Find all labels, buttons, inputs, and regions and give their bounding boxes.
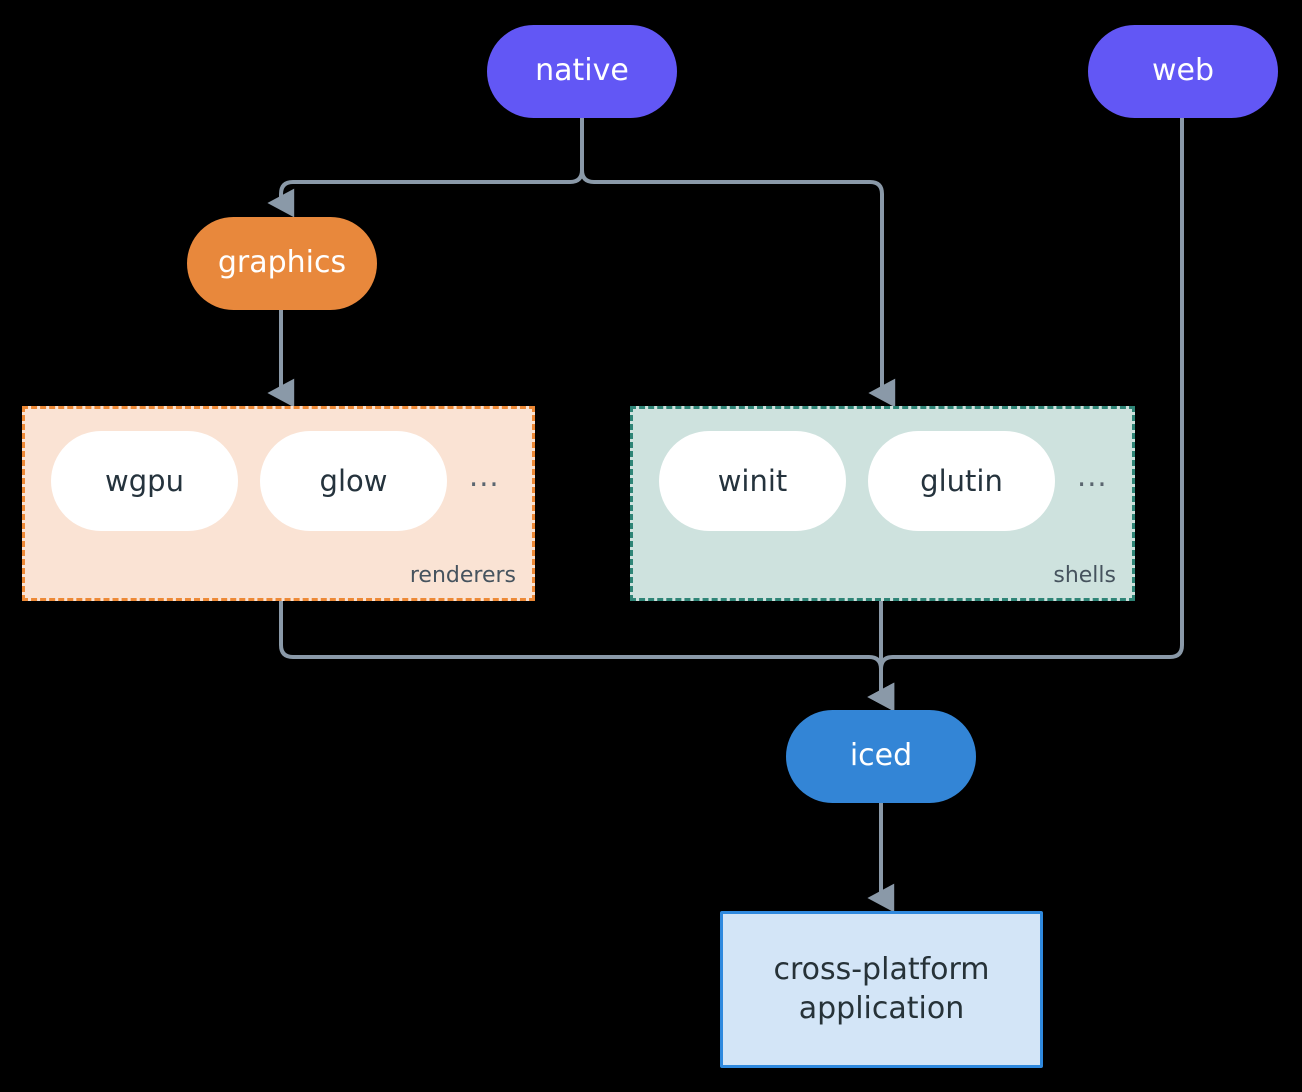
renderers-more-ellipsis: ... <box>469 459 500 493</box>
node-glutin[interactable]: glutin <box>868 431 1055 531</box>
node-winit-label: winit <box>717 464 788 498</box>
edge-native-shells <box>580 116 896 408</box>
edge-renderers-iced <box>279 599 895 712</box>
node-iced-label: iced <box>849 738 913 774</box>
shells-more-ellipsis: ... <box>1077 459 1108 493</box>
node-web-label: web <box>1151 53 1215 89</box>
node-iced[interactable]: iced <box>786 710 976 803</box>
node-glow-label: glow <box>319 464 388 498</box>
node-wgpu[interactable]: wgpu <box>51 431 238 531</box>
node-graphics-label: graphics <box>217 245 347 281</box>
group-shells-items: winit glutin ... <box>633 431 1108 531</box>
node-native-label: native <box>535 53 629 89</box>
group-shells-caption: shells <box>1053 563 1116 588</box>
node-web[interactable]: web <box>1088 25 1278 118</box>
node-native[interactable]: native <box>487 25 677 118</box>
node-winit[interactable]: winit <box>659 431 846 531</box>
node-cross-platform-application[interactable]: cross-platform application <box>720 911 1043 1068</box>
group-renderers: wgpu glow ... renderers <box>22 406 535 601</box>
group-renderers-caption: renderers <box>409 563 516 588</box>
group-renderers-items: wgpu glow ... <box>25 431 500 531</box>
node-wgpu-label: wgpu <box>105 464 184 498</box>
group-shells: winit glutin ... shells <box>630 406 1135 601</box>
node-glutin-label: glutin <box>920 464 1003 498</box>
node-glow[interactable]: glow <box>260 431 447 531</box>
node-cross-platform-application-label: cross-platform application <box>773 952 990 1026</box>
edge-native-split <box>267 116 584 218</box>
node-graphics[interactable]: graphics <box>187 217 377 310</box>
